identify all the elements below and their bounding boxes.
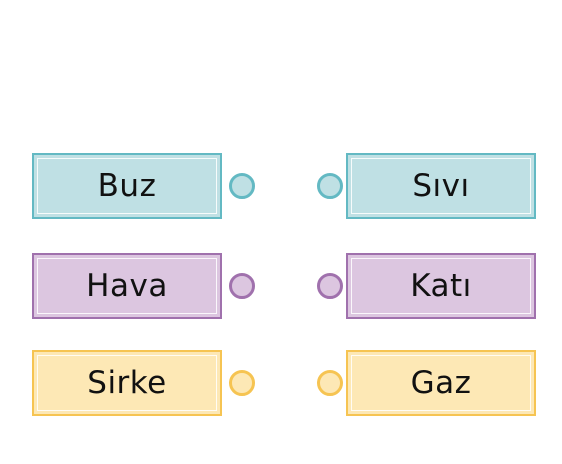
left-connector-dot-1[interactable] bbox=[229, 173, 255, 199]
right-connector-dot-1[interactable] bbox=[317, 173, 343, 199]
left-card-1-label: Buz bbox=[97, 168, 157, 204]
right-card-1-label: Sıvı bbox=[412, 168, 470, 204]
left-card-1[interactable]: Buz bbox=[32, 153, 222, 219]
right-connector-dot-2[interactable] bbox=[317, 273, 343, 299]
right-card-1[interactable]: Sıvı bbox=[346, 153, 536, 219]
right-connector-dot-3[interactable] bbox=[317, 370, 343, 396]
left-card-3-label: Sirke bbox=[87, 365, 167, 401]
right-card-2-label: Katı bbox=[410, 268, 472, 304]
right-card-2[interactable]: Katı bbox=[346, 253, 536, 319]
left-card-3[interactable]: Sirke bbox=[32, 350, 222, 416]
left-card-2[interactable]: Hava bbox=[32, 253, 222, 319]
right-card-3[interactable]: Gaz bbox=[346, 350, 536, 416]
left-card-2-label: Hava bbox=[86, 268, 168, 304]
left-connector-dot-3[interactable] bbox=[229, 370, 255, 396]
right-card-3-label: Gaz bbox=[410, 365, 472, 401]
left-connector-dot-2[interactable] bbox=[229, 273, 255, 299]
